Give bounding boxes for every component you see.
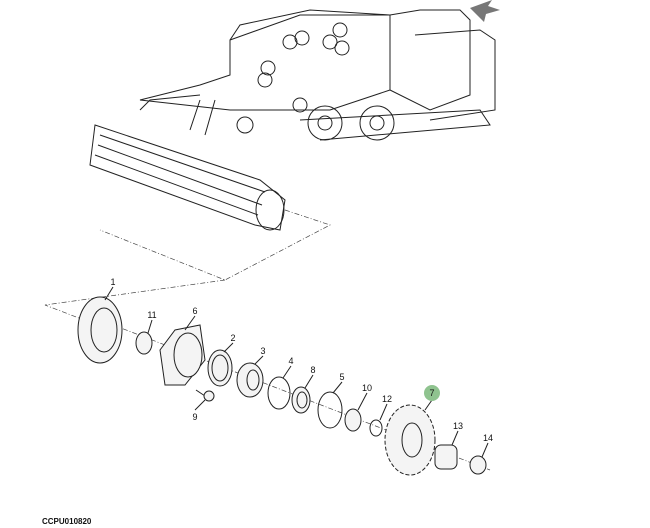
part-14-nut	[469, 455, 487, 475]
roller-illustration	[89, 124, 331, 281]
callout-12[interactable]: 12	[382, 394, 392, 404]
callout-14[interactable]: 14	[483, 433, 493, 443]
bale-chain-icon	[257, 22, 350, 113]
figure-caption: CCPU010820	[42, 517, 92, 526]
callout-9[interactable]: 9	[192, 412, 197, 422]
location-arrow-icon	[470, 0, 500, 22]
callout-11[interactable]: 11	[147, 310, 156, 320]
part-1-flange	[77, 296, 123, 364]
callout-2[interactable]: 2	[230, 333, 235, 343]
part-4-ring	[267, 376, 291, 410]
callout-8[interactable]: 8	[310, 365, 315, 375]
part-7-sprocket	[384, 404, 436, 476]
highlight-marker	[424, 385, 440, 401]
part-10-bushing	[344, 408, 362, 432]
part-3-bearing	[236, 362, 264, 398]
baler-illustration	[139, 0, 500, 141]
callout-10[interactable]: 10	[362, 383, 372, 393]
part-9-bolt	[195, 389, 215, 402]
part-5-snap-ring	[317, 391, 343, 429]
part-6-housing	[159, 324, 206, 386]
part-11-bushing	[135, 331, 153, 355]
part-2-seal	[207, 349, 233, 387]
callout-3[interactable]: 3	[260, 346, 265, 356]
callout-6[interactable]: 6	[192, 306, 197, 316]
callout-1[interactable]: 1	[110, 277, 115, 287]
callout-4[interactable]: 4	[288, 356, 293, 366]
callout-5[interactable]: 5	[339, 372, 344, 382]
part-12-washer	[369, 419, 383, 437]
part-13-spacer	[434, 444, 458, 470]
part-8-seal	[291, 386, 311, 414]
callout-7[interactable]: 7	[429, 388, 434, 398]
callout-13[interactable]: 13	[453, 421, 463, 431]
